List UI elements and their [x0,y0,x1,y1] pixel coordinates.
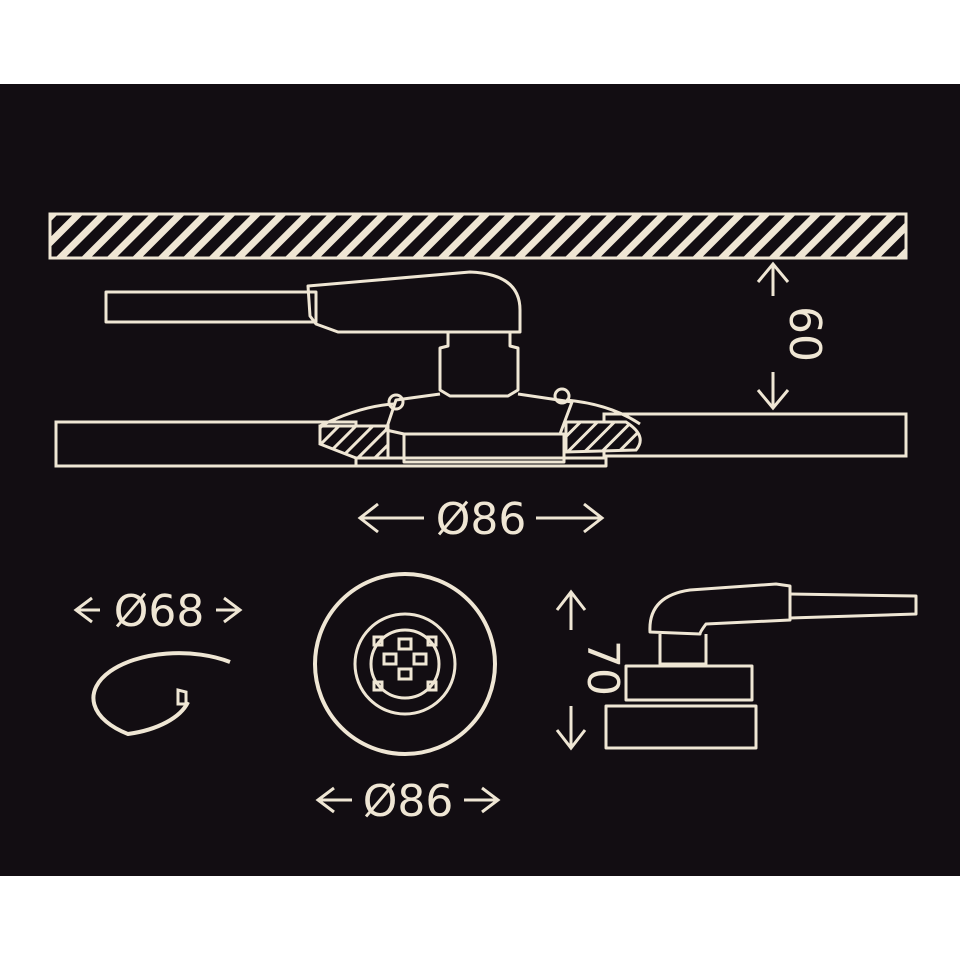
dimension-label-70: 70 [577,640,628,696]
face-outer-ring [313,572,497,756]
side-view-fixture [604,582,918,750]
rotation-arrow-icon [91,651,231,737]
diagram-panel: 60 Ø86 Ø68 Ø86 [0,84,960,876]
lamp-neck [438,332,520,398]
led-chip [397,637,413,651]
dimension-cutout: Ø86 [357,494,605,545]
dimension-label-face: Ø86 [363,776,454,827]
face-lens [353,612,457,716]
arrow-tab [176,688,188,706]
clip-pivot-right [553,387,571,405]
drywall [54,412,908,468]
dimension-total-height: 70 [552,589,628,751]
ceiling-slab [48,212,908,260]
clip-arm-left [319,402,395,428]
dimension-label-cutout: Ø86 [436,494,527,545]
side-connector [648,582,792,636]
dimension-face: Ø86 [315,776,501,827]
side-neck [658,634,708,666]
led-chip [426,635,438,647]
dimension-mount-height: 60 [754,261,830,411]
connector-housing [306,270,522,334]
led-chip [412,652,428,666]
dimension-label-60: 60 [779,306,830,362]
cutout-hole-view: Ø68 [73,586,243,737]
led-chip [382,652,398,666]
led-ring [369,628,441,700]
led-chip [426,680,438,692]
trim-flange [354,456,608,468]
background [0,84,960,876]
side-body [624,664,754,702]
side-cable [789,592,918,620]
fixture-mounted [104,270,641,468]
technical-drawing: 60 Ø86 Ø68 Ø86 [0,84,960,876]
clip-arm-right [565,398,641,426]
cable-top [104,290,318,324]
trim-ring [402,432,566,464]
clip-pivot-left [387,393,405,411]
led-chip [372,680,384,692]
front-face-view [313,572,497,756]
led-chip [372,635,384,647]
led-chip [397,667,413,681]
side-trim [604,704,758,750]
dimension-label-hole: Ø68 [114,586,205,637]
